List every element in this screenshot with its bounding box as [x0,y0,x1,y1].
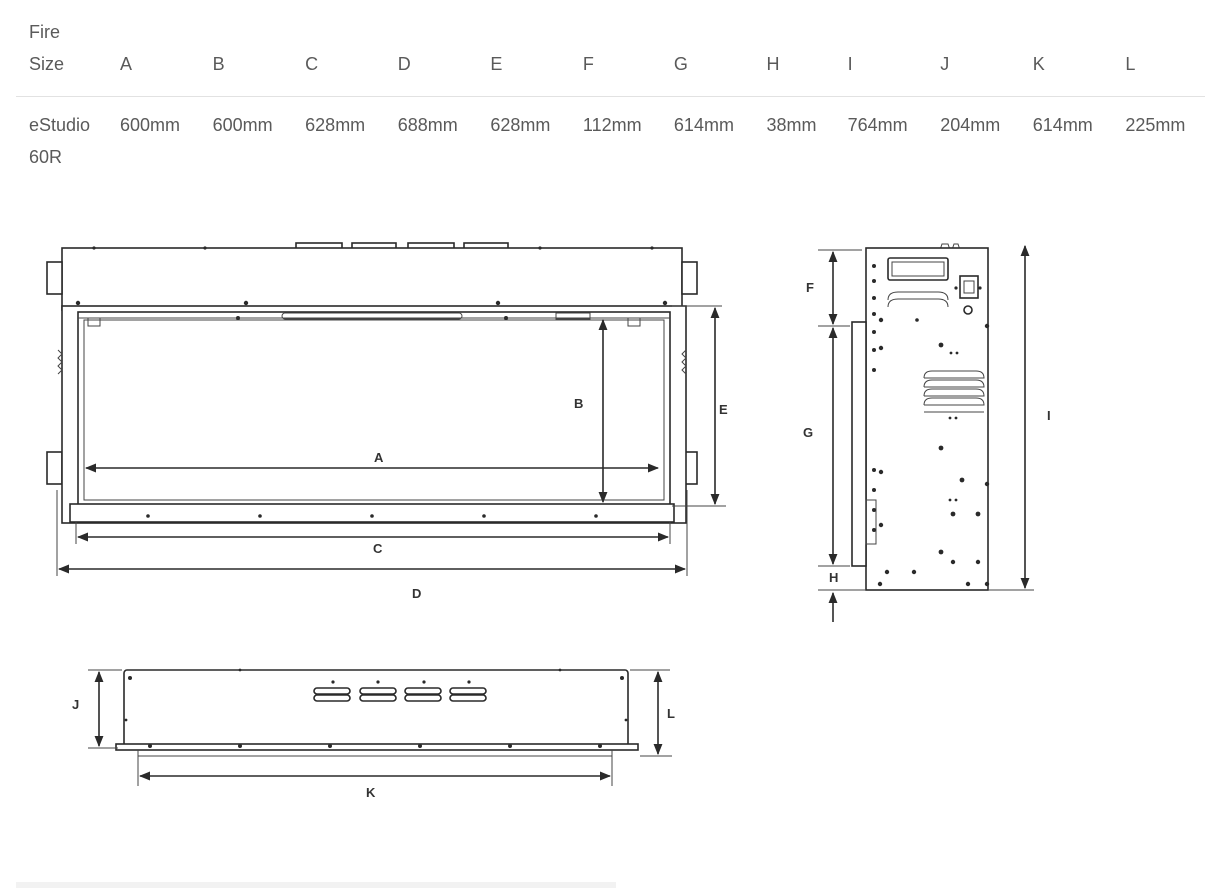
side-view: F G H I [803,243,1051,622]
header-b: B [199,8,293,97]
label-g: G [803,425,813,440]
label-f: F [806,280,814,295]
front-view: A B E C D [46,242,728,601]
label-k: K [366,785,376,800]
header-a: A [107,8,200,97]
label-h: H [829,570,838,585]
header-e: E [477,8,570,97]
cell-g: 614mm [673,115,734,135]
label-a: A [374,450,384,465]
top-view: J L K [72,668,675,800]
cell-model: eStudio 60R [29,115,91,167]
label-e: E [719,402,728,417]
cell-l: 225mm [1125,115,1186,135]
header-c: C [292,8,385,97]
label-l: L [667,706,675,721]
table-row: eStudio 60R 600mm 600mm 628mm 688mm 628m… [16,97,1205,174]
header-j: J [927,8,1020,97]
dimensions-table: Fire Size A B C D E F G H I J K L eStudi… [16,8,1205,173]
header-l: L [1112,8,1205,97]
cell-e: 628mm [490,115,551,135]
table-header-row: Fire Size A B C D E F G H I J K L [16,8,1205,97]
header-f: F [569,8,661,97]
cell-h: 38mm [766,115,817,135]
cell-k: 614mm [1032,115,1093,135]
label-c: C [373,541,383,556]
header-g: G [660,8,754,97]
label-j: J [72,697,79,712]
label-d: D [412,586,421,601]
cell-f: 112mm [582,115,642,135]
header-i: I [834,8,928,97]
header-d: D [384,8,478,97]
cell-d: 688mm [397,115,458,135]
header-fire-size: Fire Size [16,8,107,97]
cell-a: 600mm [120,115,181,135]
header-k: K [1019,8,1113,97]
label-i: I [1047,408,1051,423]
cell-b: 600mm [212,115,273,135]
label-b: B [574,396,583,411]
cell-i: 764mm [847,115,908,135]
cell-j: 204mm [940,115,1001,135]
bottom-strip [16,882,616,888]
header-h: H [753,8,835,97]
cell-c: 628mm [305,115,366,135]
